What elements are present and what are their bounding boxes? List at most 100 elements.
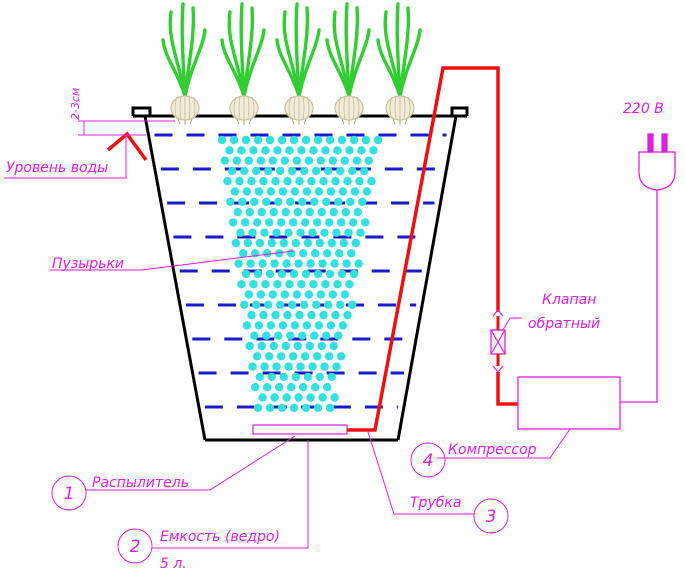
bubble bbox=[250, 331, 259, 340]
bubble bbox=[260, 362, 269, 371]
bubble bbox=[245, 207, 254, 217]
bubble bbox=[340, 290, 349, 299]
bubble bbox=[262, 197, 271, 206]
bubble bbox=[276, 218, 286, 227]
bubble bbox=[286, 197, 295, 206]
callout-circle-3 bbox=[473, 498, 509, 534]
bubble bbox=[318, 393, 327, 402]
bubble bbox=[312, 218, 322, 227]
bubble bbox=[247, 177, 256, 186]
bubble bbox=[276, 352, 286, 361]
bubble bbox=[306, 259, 315, 268]
bubbles-cloud bbox=[217, 135, 383, 412]
bubble bbox=[264, 218, 274, 227]
bubble bbox=[300, 300, 309, 309]
bubble bbox=[267, 238, 276, 248]
air-tube-lower bbox=[496, 372, 518, 406]
bubble bbox=[311, 249, 320, 258]
bubble bbox=[352, 156, 361, 165]
bubble bbox=[360, 218, 370, 227]
level-gap-label: 2-3см bbox=[69, 88, 82, 120]
bubble bbox=[242, 321, 252, 330]
bubble bbox=[277, 269, 287, 279]
bubble bbox=[252, 218, 262, 227]
bubble bbox=[336, 300, 345, 309]
bubble bbox=[241, 269, 251, 279]
bubble bbox=[318, 259, 327, 268]
bubble bbox=[313, 403, 323, 412]
onion-bulb-icon bbox=[220, 2, 266, 125]
bubble bbox=[327, 238, 336, 248]
bubble bbox=[292, 290, 301, 299]
bubble bbox=[272, 228, 281, 237]
bubble bbox=[274, 197, 283, 206]
bubble bbox=[348, 218, 358, 227]
bubble bbox=[241, 135, 251, 145]
bubble bbox=[235, 177, 244, 186]
bubble bbox=[286, 331, 295, 340]
bubble bbox=[244, 290, 253, 299]
bubble bbox=[329, 341, 338, 351]
bubble bbox=[245, 341, 254, 351]
bubble bbox=[333, 146, 342, 155]
bubble bbox=[325, 403, 335, 412]
bubble bbox=[292, 156, 301, 165]
bubble bbox=[353, 207, 362, 217]
callout-circle-4 bbox=[410, 442, 446, 478]
callout-number-4: 4 bbox=[423, 451, 434, 471]
bubble bbox=[364, 156, 373, 165]
bubble bbox=[294, 393, 303, 402]
bubble bbox=[249, 146, 258, 155]
bubble bbox=[276, 300, 285, 309]
bubble bbox=[308, 362, 317, 371]
bubble bbox=[326, 187, 336, 196]
bubbles-label: Пузырьки bbox=[52, 256, 124, 272]
bubble bbox=[355, 177, 364, 186]
bubble bbox=[356, 228, 365, 237]
bubble bbox=[294, 259, 303, 268]
bubble bbox=[338, 321, 348, 330]
bubble bbox=[225, 146, 234, 155]
bubble bbox=[295, 310, 304, 320]
bubble bbox=[250, 197, 259, 206]
onion-bulb-icon bbox=[325, 2, 371, 125]
bubble bbox=[360, 166, 369, 176]
bubble bbox=[334, 197, 343, 206]
bubble bbox=[284, 362, 293, 371]
bubble bbox=[300, 218, 310, 227]
bubble bbox=[264, 352, 274, 361]
bubble bbox=[346, 197, 355, 206]
onion-bulb-icon bbox=[376, 2, 422, 125]
bubble bbox=[307, 177, 316, 186]
bubble bbox=[283, 177, 292, 186]
bubble bbox=[237, 146, 246, 155]
bubble bbox=[288, 166, 297, 176]
bubble bbox=[287, 249, 296, 258]
bubble bbox=[259, 177, 268, 186]
bubble bbox=[240, 166, 249, 176]
bubble bbox=[264, 300, 273, 309]
bubble bbox=[252, 352, 262, 361]
bubble bbox=[229, 135, 239, 145]
bubble bbox=[279, 372, 288, 382]
bubble bbox=[332, 362, 341, 371]
bubble bbox=[261, 146, 270, 155]
bubble bbox=[240, 300, 249, 309]
bubble bbox=[314, 321, 324, 330]
bubble bbox=[310, 331, 319, 340]
bubbles-leader bbox=[50, 250, 294, 271]
bubble bbox=[296, 362, 305, 371]
bubble bbox=[242, 187, 252, 196]
voltage-label: 220 В bbox=[623, 101, 664, 117]
container-leader bbox=[152, 440, 309, 549]
bubble bbox=[276, 166, 285, 176]
bubble bbox=[280, 156, 289, 165]
bubble bbox=[309, 280, 318, 289]
bubble bbox=[328, 156, 337, 165]
bubble bbox=[259, 310, 268, 320]
bubble bbox=[281, 341, 290, 351]
bubble bbox=[338, 187, 348, 196]
water-level-marker bbox=[106, 131, 148, 162]
bubble bbox=[270, 393, 279, 402]
bubble bbox=[274, 331, 283, 340]
